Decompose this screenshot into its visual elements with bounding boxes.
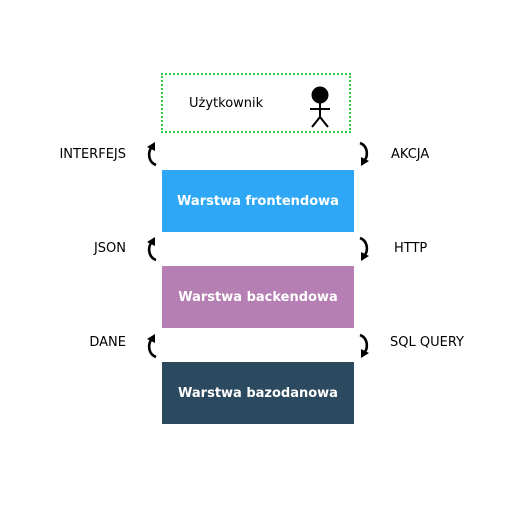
curved-arrow-down-icon (358, 235, 372, 263)
connection-right-label: AKCJA (391, 147, 430, 162)
curved-arrow-up-icon (144, 140, 158, 168)
connection-right-label: HTTP (394, 241, 428, 256)
frontend-layer-label: Warstwa frontendowa (177, 193, 339, 209)
connection-left-label: INTERFEJS (59, 147, 126, 162)
curved-arrow-down-icon (358, 332, 372, 360)
user-box: Użytkownik (161, 73, 351, 133)
curved-arrow-up-icon (144, 235, 158, 263)
connection-left-label: JSON (93, 241, 126, 256)
person-icon (307, 85, 333, 133)
database-layer: Warstwa bazodanowa (162, 362, 354, 424)
connection-left-label: DANE (89, 335, 126, 350)
backend-layer: Warstwa backendowa (162, 266, 354, 328)
database-layer-label: Warstwa bazodanowa (178, 385, 338, 401)
connection-right-label: SQL QUERY (390, 335, 464, 350)
curved-arrow-down-icon (358, 140, 372, 168)
curved-arrow-up-icon (144, 332, 158, 360)
backend-layer-label: Warstwa backendowa (178, 289, 338, 305)
user-label: Użytkownik (189, 96, 264, 111)
frontend-layer: Warstwa frontendowa (162, 170, 354, 232)
